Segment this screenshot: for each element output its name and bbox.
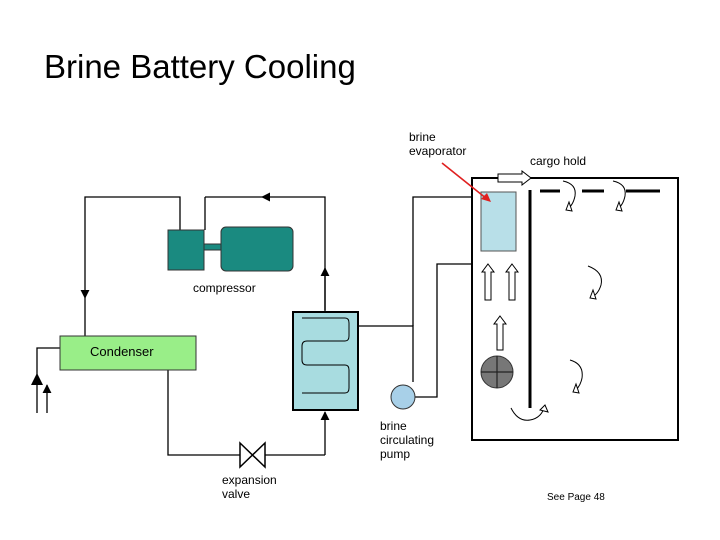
evaporator-pointer-head (481, 193, 491, 202)
air-arrow-up (505, 263, 519, 301)
brine-evaporator-unit (480, 191, 517, 252)
discharge-pipe (80, 196, 181, 299)
condenser-vessel (59, 335, 197, 371)
brine-from-evaporator (436, 252, 473, 270)
air-arrow-right (497, 169, 532, 187)
air-arrow-up (481, 263, 495, 301)
evaporator-coil (301, 317, 350, 394)
brine-piping (358, 196, 478, 398)
condenser-label: Condenser (90, 344, 154, 359)
swirl-arrow (510, 404, 546, 421)
compressor-label: compressor (193, 281, 256, 295)
cooling-water-in (36, 347, 60, 413)
brine-return (358, 325, 414, 382)
expansion-valve-icon (239, 441, 266, 469)
brine-pump-icon (390, 384, 416, 410)
refrigerant-piping (36, 192, 330, 456)
air-arrow-up (493, 315, 507, 351)
circulation-swirls (510, 180, 626, 421)
brine-to-pump (415, 270, 438, 398)
brine-to-evaporator (412, 196, 478, 326)
expansion-valve-label: expansion valve (222, 473, 277, 501)
air-flow-arrows (481, 169, 532, 351)
evaporator-pointer (441, 162, 488, 200)
brine-pump-label: brine circulating pump (380, 419, 435, 461)
brine-tank (292, 311, 359, 411)
liquid-line (167, 370, 240, 456)
brine-evaporator-label: brine evaporator (409, 130, 467, 158)
page-reference: See Page 48 (547, 492, 605, 503)
cargo-hold-label: cargo hold (530, 154, 587, 168)
cooling-water-arrow-in (31, 373, 43, 385)
compressor-motor (220, 226, 294, 272)
page-title: Brine Battery Cooling (44, 48, 356, 85)
compressor-unit (167, 229, 205, 271)
